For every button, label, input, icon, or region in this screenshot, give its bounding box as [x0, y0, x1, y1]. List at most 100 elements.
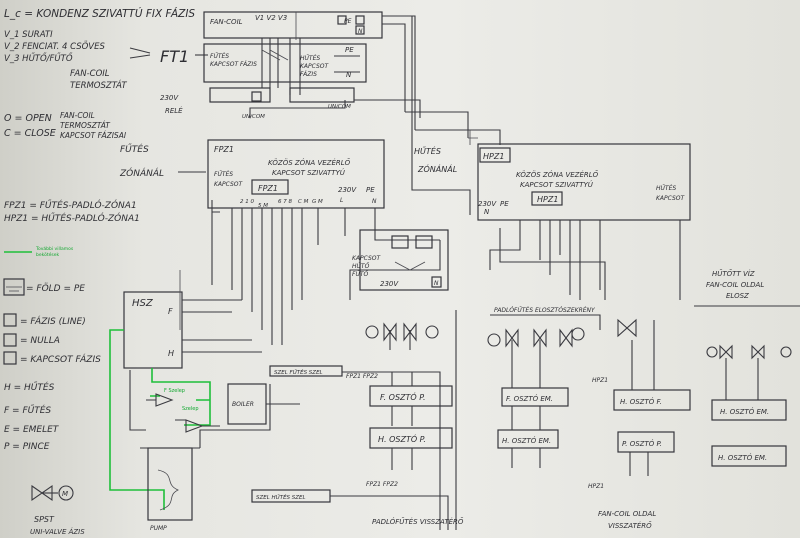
svg-text:FPZ1 = FŰTÉS-PADLÓ-ZÓNA1: FPZ1 = FŰTÉS-PADLÓ-ZÓNA1	[4, 199, 137, 211]
spst-valve-symbol: M SPST UNI-VALVE ÁZIS	[30, 484, 85, 536]
relay-box: KAPCSOT HŰTŐ FŰTŐ 230V N	[352, 229, 449, 291]
svg-text:FAN-COIL: FAN-COIL	[70, 69, 110, 79]
fpz-definitions: FPZ1 = FŰTÉS-PADLÓ-ZÓNA1 HPZ1 = HŰTÉS-PA…	[4, 199, 140, 224]
top-wires	[249, 15, 501, 145]
svg-text:SPST: SPST	[34, 515, 55, 524]
svg-text:HŰTÉS: HŰTÉS	[300, 54, 320, 62]
green-wiring: F Szelep Szelep	[109, 329, 211, 510]
right-manifolds: H. OSZTÓ F. P. OSZTÓ P. HPZ1 HPZ1 FAN-CO…	[588, 318, 691, 530]
hpz1-wires	[489, 220, 681, 300]
svg-text:H. OSZTÓ EM.: H. OSZTÓ EM.	[502, 436, 551, 445]
svg-text:KAPCSOT: KAPCSOT	[656, 195, 685, 202]
svg-text:H. OSZTÓ F.: H. OSZTÓ F.	[620, 397, 662, 406]
fancoil-box: FAN-COIL V1 V2 V3 PE N FŰTÉS KAPCSOT FÁZ…	[160, 11, 383, 120]
svg-text:V1 V2 V3: V1 V2 V3	[255, 14, 287, 22]
svg-text:HPZ1: HPZ1	[537, 195, 558, 204]
svg-text:M: M	[62, 490, 68, 498]
svg-text:KAPCSOT SZIVATTYÚ: KAPCSOT SZIVATTYÚ	[520, 180, 593, 189]
middle-manifolds: PADLÓFŰTÉS ELOSZTÓSZEKRÉNY F. OSZTÓ EM. …	[487, 306, 601, 468]
svg-text:230V: 230V	[160, 94, 179, 102]
svg-text:F Szelep: F Szelep	[164, 388, 185, 394]
ft1-label: FT1	[160, 47, 189, 66]
svg-text:P = PINCE: P = PINCE	[4, 442, 50, 452]
svg-text:F: F	[168, 307, 173, 316]
svg-text:KAPCSOT: KAPCSOT	[352, 255, 381, 262]
svg-text:= FÖLD = PE: = FÖLD = PE	[26, 283, 85, 294]
svg-text:HŰTÉS: HŰTÉS	[656, 184, 676, 192]
hpz1-link-wires	[349, 228, 681, 300]
svg-text:FAN-COIL OLDAL: FAN-COIL OLDAL	[706, 281, 764, 289]
svg-text:HŰTŐ: HŰTŐ	[352, 263, 370, 270]
svg-text:G M: G M	[312, 199, 323, 205]
bracket-arrow	[129, 47, 151, 59]
svg-text:KAPCSOT FÁZIS: KAPCSOT FÁZIS	[210, 61, 257, 68]
svg-text:2 1 0: 2 1 0	[240, 199, 254, 205]
svg-text:= FÁZIS (LINE): = FÁZIS (LINE)	[20, 315, 86, 327]
svg-text:PE: PE	[500, 200, 509, 208]
svg-text:KAPCSOT: KAPCSOT	[300, 63, 329, 70]
svg-text:FAN-COIL: FAN-COIL	[60, 111, 95, 120]
svg-text:HPZ1: HPZ1	[483, 152, 504, 161]
vertical-pipes	[330, 310, 457, 530]
svg-text:HŰTÉS: HŰTÉS	[414, 145, 441, 156]
svg-text:P. OSZTÓ P.: P. OSZTÓ P.	[622, 439, 662, 448]
svg-text:L: L	[340, 197, 343, 204]
svg-text:KÖZÖS ZÓNA VEZÉRLŐ: KÖZÖS ZÓNA VEZÉRLŐ	[516, 170, 599, 179]
svg-text:H = HŰTÉS: H = HŰTÉS	[4, 381, 55, 393]
svg-text:PE: PE	[345, 46, 354, 54]
svg-text:PE: PE	[366, 186, 375, 194]
svg-text:FPZ1: FPZ1	[258, 184, 278, 193]
svg-text:PUMP: PUMP	[150, 525, 167, 532]
left-manifolds: F. OSZTÓ P. H. OSZTÓ P. FPZ1 FPZ2 FPZ1 F…	[346, 322, 453, 488]
svg-text:HPZ1: HPZ1	[588, 483, 604, 490]
svg-text:F = FŰTÉS: F = FŰTÉS	[4, 404, 51, 416]
svg-text:V_1 SURATI: V_1 SURATI	[4, 30, 53, 40]
svg-text:Szelep: Szelep	[182, 406, 199, 412]
svg-text:5 M: 5 M	[258, 203, 268, 209]
svg-text:UNI-VALVE ÁZIS: UNI-VALVE ÁZIS	[30, 527, 85, 536]
svg-text:FPZ1 FPZ2: FPZ1 FPZ2	[366, 481, 398, 488]
hsz-wires	[182, 299, 262, 353]
svg-text:H: H	[168, 349, 174, 358]
far-right-valves: HŰTŐTT VÍZ FAN-COIL OLDAL ELOSZ H. OSZTÓ…	[694, 269, 800, 467]
svg-text:KAPCSOT: KAPCSOT	[214, 181, 243, 188]
svg-text:230V: 230V	[478, 200, 497, 208]
fpz1-left-wire	[211, 200, 220, 285]
svg-text:FAN-COIL OLDAL: FAN-COIL OLDAL	[598, 510, 656, 518]
svg-text:H. OSZTÓ EM.: H. OSZTÓ EM.	[718, 453, 767, 462]
svg-text:H. OSZTÓ EM.: H. OSZTÓ EM.	[720, 407, 769, 416]
svg-text:6 7 8: 6 7 8	[278, 199, 292, 205]
svg-text:KAPCSOT SZIVATTYÚ: KAPCSOT SZIVATTYÚ	[272, 168, 345, 177]
svg-text:C M: C M	[298, 199, 309, 205]
svg-text:BOILER: BOILER	[232, 401, 254, 408]
svg-text:FŰTÉS: FŰTÉS	[120, 143, 149, 155]
svg-text:KÖZÖS ZÓNA VEZÉRLŐ: KÖZÖS ZÓNA VEZÉRLŐ	[268, 158, 351, 167]
futes-zonanal-note: FŰTÉS ZÓNÁNÁL	[119, 143, 164, 179]
svg-text:FŰTŐ: FŰTŐ	[352, 271, 369, 278]
svg-text:ELOSZ: ELOSZ	[726, 292, 749, 300]
svg-text:N: N	[372, 198, 377, 205]
svg-text:FŰTÉS: FŰTÉS	[210, 52, 229, 60]
padlo-visszatero-label: PADLÓFŰTÉS VISSZATÉRŐ	[372, 517, 464, 526]
svg-text:FPZ1: FPZ1	[214, 145, 234, 154]
lc-definition: L_c = KONDENZ SZIVATTÚ FIX FÁZIS	[4, 7, 195, 20]
svg-text:KAPCSOT FÁZISAI: KAPCSOT FÁZISAI	[60, 131, 127, 140]
svg-text:HSZ: HSZ	[132, 298, 154, 309]
boiler: BOILER	[227, 383, 267, 425]
svg-text:PADLÓFŰTÉS ELOSZTÓSZEKRÉNY: PADLÓFŰTÉS ELOSZTÓSZEKRÉNY	[494, 306, 596, 314]
svg-text:ZÓNÁNÁL: ZÓNÁNÁL	[119, 167, 164, 179]
svg-text:SZEL FŰTÉS SZEL: SZEL FŰTÉS SZEL	[274, 368, 323, 376]
svg-text:TERMOSZTÁT: TERMOSZTÁT	[70, 79, 127, 91]
misc-strokes	[179, 12, 478, 330]
svg-text:E = EMELET: E = EMELET	[4, 425, 60, 435]
svg-text:230V: 230V	[380, 280, 399, 288]
fpz1-box: FPZ1 KÖZÖS ZÓNA VEZÉRLŐ KAPCSOT SZIVATTY…	[207, 139, 385, 209]
valve-pair	[129, 370, 220, 433]
svg-text:F. OSZTÓ EM.: F. OSZTÓ EM.	[506, 394, 553, 403]
svg-text:HPZ1 = HŰTÉS-PADLÓ-ZÓNA1: HPZ1 = HŰTÉS-PADLÓ-ZÓNA1	[4, 212, 140, 224]
svg-text:SZEL HŰTÉS SZEL: SZEL HŰTÉS SZEL	[256, 493, 306, 501]
tank-pipes	[140, 384, 300, 449]
oc-definitions: O = OPEN C = CLOSE FAN-COIL TERMOSZTÁT K…	[4, 111, 127, 140]
